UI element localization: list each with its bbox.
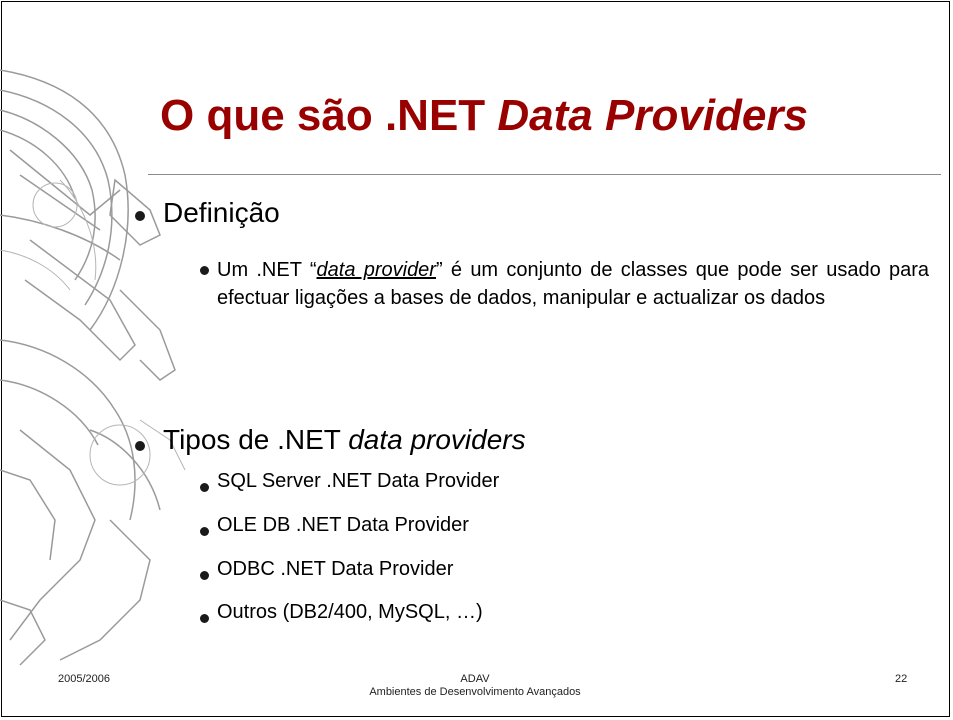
section-heading-tipos-emphasis: data providers bbox=[348, 424, 526, 455]
section-heading-tipos-prefix: Tipos de .NET bbox=[163, 424, 349, 455]
list-item: Outros (DB2/400, MySQL, …) bbox=[217, 601, 483, 623]
slide-title: O que são .NET Data Providers bbox=[160, 91, 808, 141]
footer-course-name: Ambientes de Desenvolvimento Avançados bbox=[369, 686, 581, 698]
list-item: ODBC .NET Data Provider bbox=[217, 558, 454, 580]
bullet-dot bbox=[200, 483, 209, 492]
list-item: OLE DB .NET Data Provider bbox=[217, 514, 469, 536]
definition-text-before: Um .NET “ bbox=[217, 259, 317, 281]
footer-date: 2005/2006 bbox=[58, 673, 110, 685]
definition-term: data provider bbox=[316, 259, 436, 281]
section-heading-tipos: Tipos de .NET data providers bbox=[163, 424, 526, 456]
footer-page-number: 22 bbox=[895, 673, 908, 685]
definition-text-after: ” é um conjunto de classes que pode ser … bbox=[217, 259, 929, 309]
bullet-dot bbox=[135, 441, 145, 451]
list-item: SQL Server .NET Data Provider bbox=[217, 470, 500, 492]
bullet-dot bbox=[200, 614, 209, 623]
bullet-dot bbox=[200, 571, 209, 580]
bullet-dot bbox=[200, 527, 209, 536]
slide-title-emphasis: Data Providers bbox=[497, 91, 808, 140]
bullet-dot bbox=[135, 211, 145, 221]
definition-paragraph: Um .NET “data provider” é um conjunto de… bbox=[217, 256, 929, 312]
slide-title-prefix: O que são .NET bbox=[160, 91, 498, 140]
bullet-dot bbox=[200, 266, 209, 275]
section-heading-definicao: Definição bbox=[163, 197, 280, 228]
title-divider bbox=[148, 174, 941, 175]
footer-course-code: ADAV bbox=[460, 673, 490, 685]
